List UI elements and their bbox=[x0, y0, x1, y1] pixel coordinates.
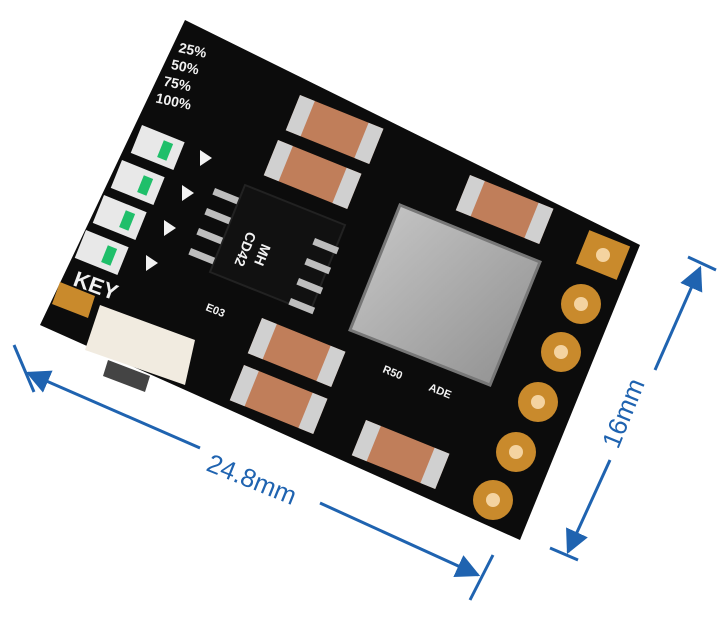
led-25 bbox=[130, 125, 185, 171]
capacitor bbox=[263, 140, 362, 209]
width-label: 16mm bbox=[596, 374, 651, 452]
arrow-left-icon bbox=[25, 370, 201, 450]
ic-chip: MH CD42 bbox=[188, 183, 347, 315]
gold-pad bbox=[473, 480, 513, 520]
length-dimension bbox=[12, 344, 495, 601]
gold-pad bbox=[561, 284, 601, 324]
led-100 bbox=[74, 230, 129, 276]
arrow-right-icon bbox=[319, 501, 481, 577]
capacitor bbox=[247, 318, 346, 387]
pcb-board: 25% 50% 75% 100% KEY bbox=[40, 20, 640, 540]
level-100-label: 100% bbox=[154, 90, 193, 113]
gold-pad bbox=[496, 432, 536, 472]
capacitor bbox=[229, 365, 328, 434]
capacitor bbox=[351, 420, 450, 489]
arrow-up-icon bbox=[653, 265, 703, 371]
ic-marking-line1: MH bbox=[251, 242, 274, 268]
triangle-icon bbox=[146, 255, 158, 271]
inductor bbox=[348, 203, 542, 387]
led-50 bbox=[110, 160, 165, 206]
gold-pad bbox=[541, 332, 581, 372]
pcb-body bbox=[40, 20, 640, 540]
capacitors bbox=[229, 95, 554, 489]
width-dimension bbox=[549, 255, 717, 562]
level-75-label: 75% bbox=[162, 73, 193, 95]
level-25-label: 25% bbox=[177, 39, 208, 61]
capacitor bbox=[285, 95, 384, 164]
gold-pad bbox=[518, 382, 558, 422]
battery-level-labels: 25% 50% 75% 100% bbox=[154, 39, 208, 113]
status-leds bbox=[74, 125, 212, 276]
gold-pad bbox=[575, 230, 631, 280]
level-50-label: 50% bbox=[170, 56, 201, 78]
tactile-switch bbox=[52, 282, 195, 392]
length-label: 24.8mm bbox=[203, 448, 301, 511]
led-75 bbox=[92, 195, 147, 241]
triangle-icon bbox=[200, 150, 212, 166]
arrow-down-icon bbox=[566, 459, 612, 555]
capacitor bbox=[455, 175, 554, 244]
triangle-icon bbox=[182, 185, 194, 201]
triangle-icon bbox=[164, 220, 176, 236]
gold-pads bbox=[473, 230, 631, 520]
